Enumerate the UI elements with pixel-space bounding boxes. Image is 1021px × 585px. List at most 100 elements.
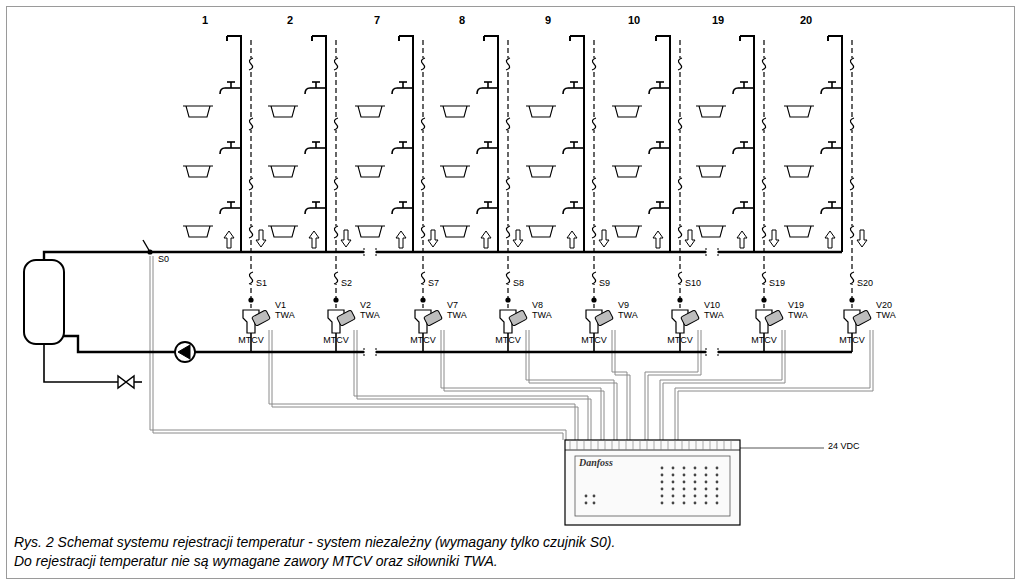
temperature-sensor <box>505 297 510 302</box>
terminal <box>710 440 711 450</box>
pipe-break <box>364 248 365 256</box>
tap-spout <box>733 88 738 94</box>
supply-riser <box>740 36 754 252</box>
tap-handle <box>828 141 836 143</box>
tap-handle <box>743 142 745 148</box>
signal-wire <box>678 330 873 440</box>
temperature-sensor <box>677 297 682 302</box>
terminal <box>675 440 676 450</box>
tap-handle <box>399 81 407 83</box>
tap-spout <box>392 148 397 154</box>
led <box>683 495 686 498</box>
sensor-label: S19 <box>769 279 785 289</box>
bathtub <box>696 106 726 117</box>
circulation-riser <box>593 40 594 308</box>
check-mark-ground <box>332 58 340 70</box>
flow-arrow-up <box>396 231 406 248</box>
bathtub <box>440 226 470 237</box>
riser <box>696 36 779 308</box>
check-symbol <box>334 118 338 130</box>
bathtub <box>784 226 814 237</box>
bathtub <box>268 226 298 237</box>
tap-handle <box>315 142 317 148</box>
pipe-break <box>376 248 377 256</box>
check-mark-ground <box>332 118 340 130</box>
pipe-break <box>364 248 376 256</box>
led <box>672 474 675 477</box>
check-symbol <box>249 178 253 190</box>
branch-pipe <box>225 87 241 89</box>
check-symbol <box>421 272 425 284</box>
check-mark-ground <box>760 178 768 190</box>
tap-handle <box>227 141 235 143</box>
check-symbol <box>762 178 766 190</box>
bathtub <box>526 106 556 117</box>
led <box>593 502 596 505</box>
check-mark-ground <box>676 118 684 130</box>
bathtub <box>268 166 298 177</box>
tap-spout <box>305 88 310 94</box>
valve-label: MTCV <box>410 336 436 346</box>
front-panel <box>575 456 730 516</box>
led <box>661 502 664 505</box>
branch-pipe <box>738 87 754 89</box>
terminal <box>577 440 578 450</box>
pipe-break <box>718 348 719 356</box>
storage-tank <box>24 260 64 344</box>
check-mark-ground <box>590 178 598 190</box>
riser-cap <box>398 36 400 41</box>
supply-riser <box>312 36 326 252</box>
sensor-label: S9 <box>599 279 610 289</box>
twa-actuator <box>853 310 872 326</box>
led <box>672 488 675 491</box>
riser <box>440 36 523 308</box>
check-symbol <box>678 178 682 190</box>
tap-handle <box>315 202 317 208</box>
led <box>585 495 588 498</box>
led <box>672 502 675 505</box>
twa-actuator <box>252 310 271 326</box>
pipe-break <box>706 248 718 256</box>
pipe-break <box>718 248 719 256</box>
flow-arrow-down <box>428 230 438 247</box>
valve-label: MTCV <box>581 336 607 346</box>
riser <box>784 36 867 308</box>
terminal <box>584 440 585 450</box>
check-symbol <box>506 58 510 70</box>
tap-handle <box>656 141 664 143</box>
bathtub <box>612 106 642 117</box>
riser-number: 1 <box>202 14 208 26</box>
check-symbol <box>850 272 854 284</box>
flow-arrow-up <box>309 231 319 248</box>
sensor-label: S8 <box>513 279 524 289</box>
bathtub <box>440 166 470 177</box>
riser-number: 8 <box>459 14 465 26</box>
pipe-break <box>364 348 365 356</box>
led <box>705 488 708 491</box>
tap-handle <box>573 82 575 88</box>
twa-actuator <box>424 310 443 326</box>
check-mark-ground <box>848 178 856 190</box>
temperature-sensor <box>849 297 854 302</box>
temperature-sensor <box>248 297 253 302</box>
supply-riser <box>227 36 241 252</box>
tap-spout <box>733 148 738 154</box>
supply-riser <box>570 36 584 252</box>
tap-handle <box>487 142 489 148</box>
branch-pipe <box>568 87 584 89</box>
check-symbol <box>506 272 510 284</box>
check-symbol <box>592 272 596 284</box>
tap-handle <box>227 81 235 83</box>
tap-spout <box>305 148 310 154</box>
tap-handle <box>487 202 489 208</box>
bathtub <box>612 166 642 177</box>
actuator-label: V2 TWA <box>360 301 380 321</box>
pipe-break <box>706 348 707 356</box>
pipe-break <box>376 348 377 356</box>
led <box>672 467 675 470</box>
twa-actuator <box>595 310 614 326</box>
branch-pipe <box>225 207 241 209</box>
bathtub <box>526 166 556 177</box>
check-mark-ground <box>504 58 512 70</box>
